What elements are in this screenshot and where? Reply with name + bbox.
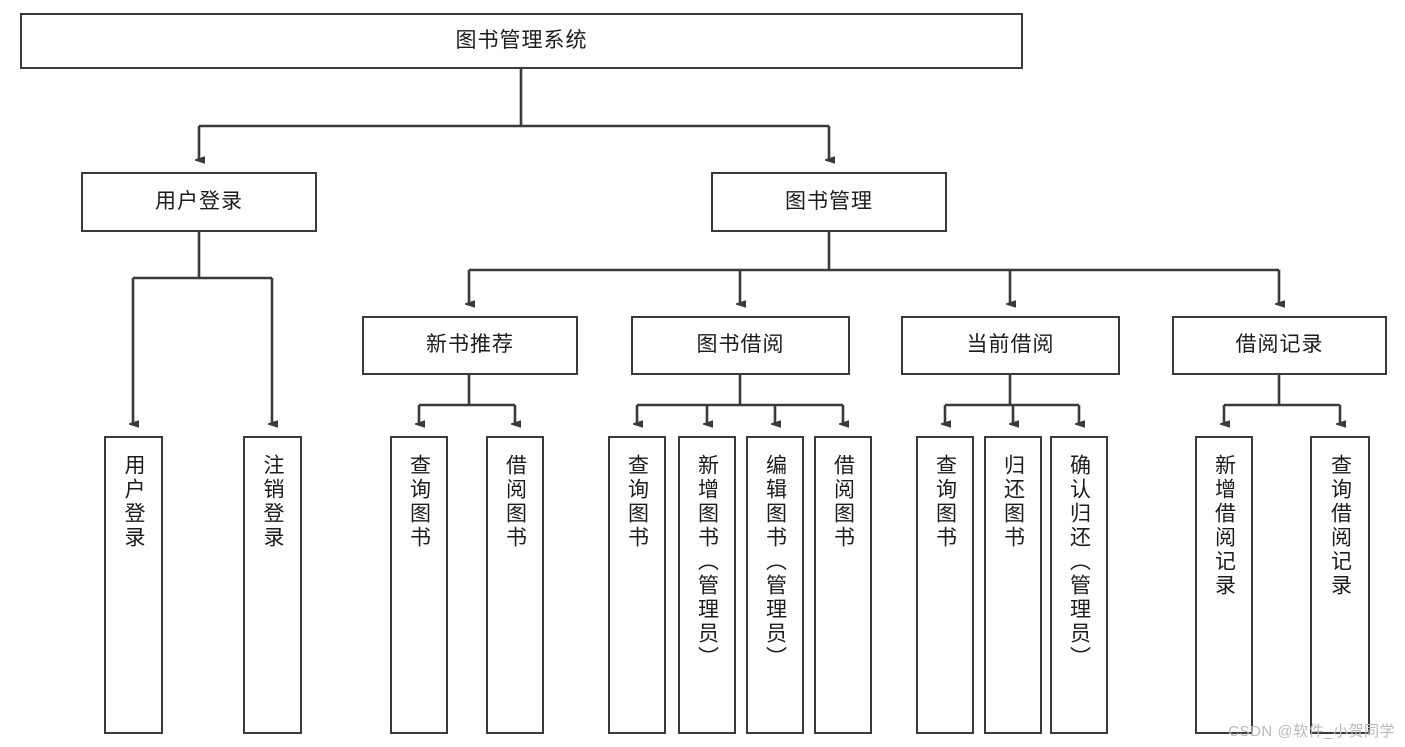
node-book-manage[interactable]: 图书管理 [711, 172, 947, 232]
node-leaf-add-book[interactable]: 新增图书（管理员） [678, 436, 736, 734]
node-current-borrow[interactable]: 当前借阅 [901, 316, 1120, 375]
node-leaf-query-book-current[interactable]: 查询图书 [916, 436, 974, 734]
node-leaf-return-book[interactable]: 归还图书 [984, 436, 1042, 734]
node-leaf-user-login-label: 用户登录 [122, 454, 145, 550]
node-leaf-query-book-current-label: 查询图书 [933, 454, 957, 550]
node-book-borrow[interactable]: 图书借阅 [631, 316, 850, 375]
node-root-label: 图书管理系统 [455, 28, 588, 52]
node-root[interactable]: 图书管理系统 [20, 13, 1023, 69]
node-leaf-query-record[interactable]: 查询借阅记录 [1310, 436, 1370, 734]
node-leaf-add-book-label: 新增图书（管理员） [695, 454, 719, 670]
node-borrow-record-label: 借阅记录 [1235, 333, 1324, 357]
node-leaf-edit-book[interactable]: 编辑图书（管理员） [746, 436, 804, 734]
node-borrow-record[interactable]: 借阅记录 [1172, 316, 1387, 375]
node-book-borrow-label: 图书借阅 [696, 333, 785, 357]
node-leaf-borrow-book-label: 借阅图书 [831, 454, 855, 550]
node-leaf-user-logout[interactable]: 注销登录 [243, 436, 302, 734]
node-leaf-query-book-borrow-label: 查询图书 [625, 454, 649, 550]
node-leaf-confirm-return-label: 确认归还（管理员） [1067, 454, 1091, 670]
node-leaf-query-record-label: 查询借阅记录 [1328, 454, 1352, 598]
node-new-book-rec-label: 新书推荐 [426, 333, 514, 357]
node-leaf-add-record[interactable]: 新增借阅记录 [1195, 436, 1253, 734]
node-leaf-borrow-book[interactable]: 借阅图书 [814, 436, 872, 734]
node-book-manage-label: 图书管理 [785, 189, 873, 213]
node-leaf-query-book-borrow[interactable]: 查询图书 [608, 436, 666, 734]
node-leaf-edit-book-label: 编辑图书（管理员） [763, 454, 787, 670]
node-leaf-return-book-label: 归还图书 [1001, 454, 1025, 550]
node-leaf-query-book-rec[interactable]: 查询图书 [390, 436, 448, 734]
node-leaf-borrow-book-rec[interactable]: 借阅图书 [486, 436, 544, 734]
node-leaf-borrow-book-rec-label: 借阅图书 [503, 454, 527, 550]
node-leaf-query-book-rec-label: 查询图书 [407, 454, 431, 550]
node-leaf-confirm-return[interactable]: 确认归还（管理员） [1050, 436, 1108, 734]
node-leaf-user-logout-label: 注销登录 [261, 454, 284, 550]
watermark-text: CSDN @软件_小贺同学 [1228, 723, 1395, 740]
node-new-book-rec[interactable]: 新书推荐 [362, 316, 578, 375]
node-user-login[interactable]: 用户登录 [81, 172, 317, 232]
node-leaf-user-login[interactable]: 用户登录 [104, 436, 163, 734]
node-current-borrow-label: 当前借阅 [966, 333, 1055, 357]
node-leaf-add-record-label: 新增借阅记录 [1212, 454, 1236, 598]
node-user-login-label: 用户登录 [155, 189, 243, 213]
